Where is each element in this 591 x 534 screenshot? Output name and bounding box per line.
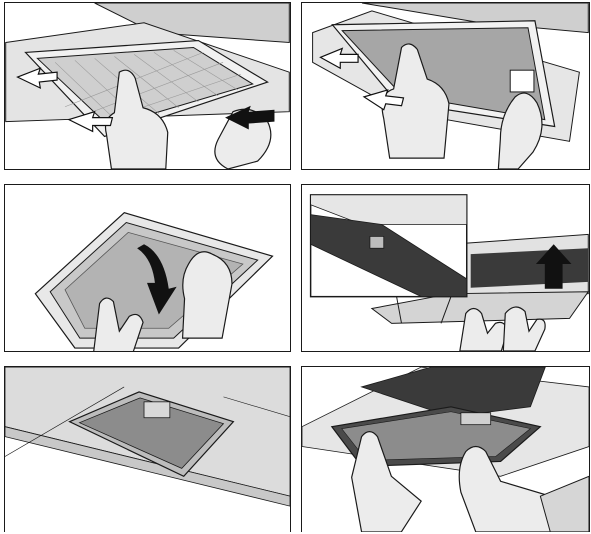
lift-grease-filter-illustration bbox=[302, 3, 589, 169]
step-6-panel bbox=[301, 366, 590, 532]
filter-installed-illustration bbox=[5, 367, 290, 532]
step-4-panel bbox=[301, 184, 590, 352]
insert-charcoal-filter-illustration bbox=[302, 367, 589, 532]
hook-filter-in-illustration bbox=[302, 185, 589, 351]
step-2-panel bbox=[301, 2, 590, 170]
step-5-panel bbox=[4, 366, 291, 532]
step-1-panel bbox=[4, 2, 291, 170]
remove-grease-filter-illustration bbox=[5, 3, 290, 169]
step-3-panel bbox=[4, 184, 291, 352]
fold-down-filter-illustration bbox=[5, 185, 290, 351]
